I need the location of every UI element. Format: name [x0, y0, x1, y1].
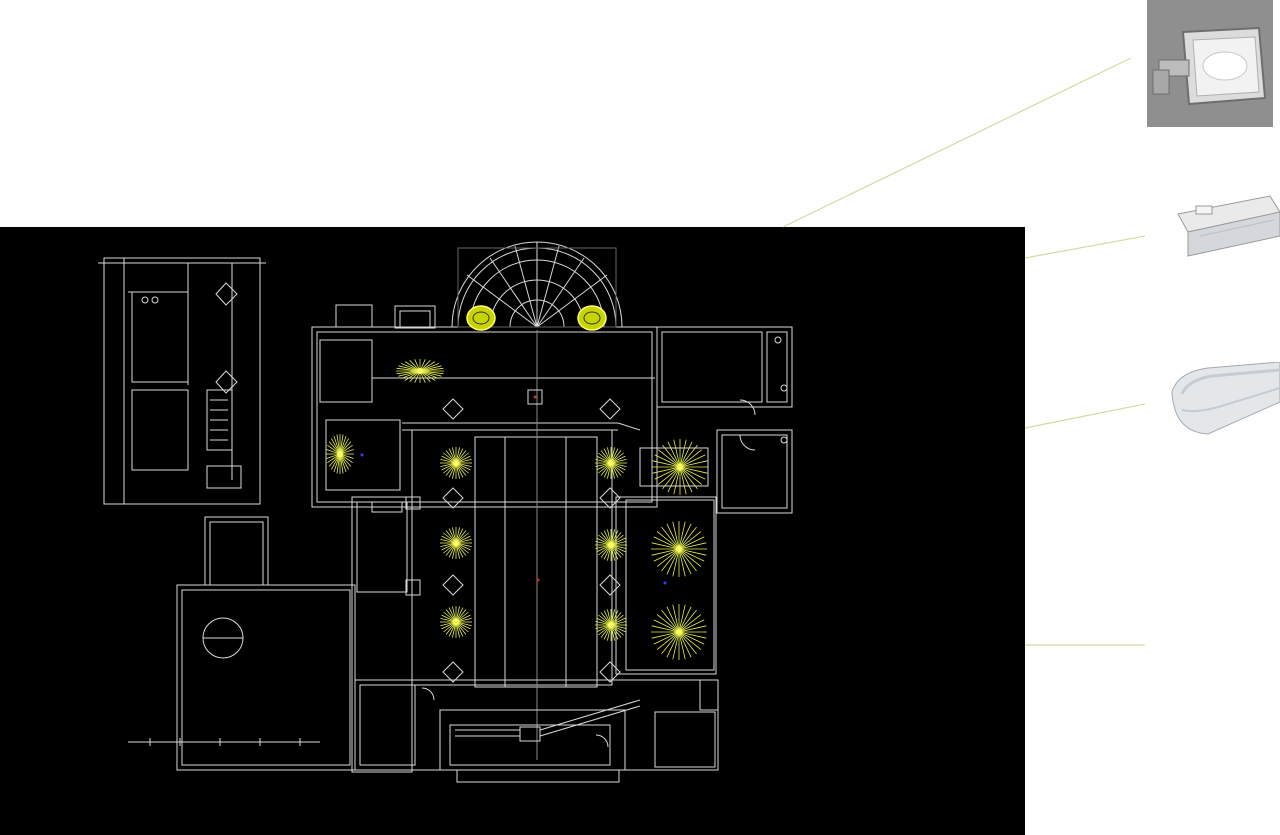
batten-luminaire-icon — [1170, 192, 1280, 262]
leader-line-floodlight — [782, 57, 1132, 228]
nave-light-symbol — [440, 527, 472, 559]
nave-light-symbol — [595, 447, 627, 479]
floor-plan-panel — [0, 227, 1025, 835]
apse-fittings — [466, 305, 607, 331]
apse-fitting-right — [577, 305, 607, 331]
nave-light-symbol — [440, 606, 472, 638]
large-light-symbol — [651, 604, 707, 660]
large-light-symbol — [651, 521, 707, 577]
leader-line-diffuser — [1024, 403, 1146, 429]
apse-fitting-left — [466, 305, 496, 331]
nave-light-symbol — [595, 609, 627, 641]
apse-fitting-left-core — [472, 311, 490, 325]
small-markers — [360, 395, 667, 585]
column-symbol — [215, 282, 238, 306]
column-symbol — [215, 370, 238, 394]
ceiling-light-symbol — [396, 359, 444, 383]
diffuser-luminaire-icon — [1168, 362, 1280, 452]
floodlight-icon — [1147, 0, 1273, 127]
plan-walls — [98, 241, 793, 783]
leader-line-batten — [1024, 235, 1146, 259]
lighting-symbols — [326, 359, 708, 660]
ceiling-light-symbol — [326, 434, 354, 474]
floor-plan-drawing — [98, 241, 793, 783]
nave-light-symbol — [440, 447, 472, 479]
large-light-symbol — [652, 439, 708, 495]
nave-light-symbol — [595, 529, 627, 561]
apse-fitting-right-core — [583, 311, 601, 325]
